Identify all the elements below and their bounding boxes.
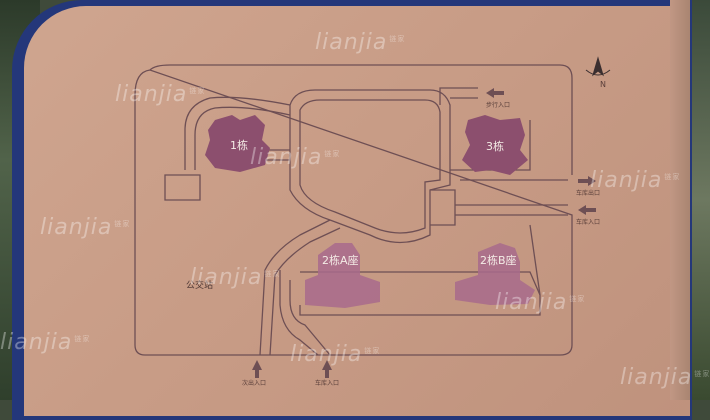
car-exit-label: 车库出口 <box>576 190 601 197</box>
arrow-car-bottom <box>322 360 332 378</box>
arrow-walk-top-right <box>486 88 504 98</box>
building-1-label: 1栋 <box>230 139 248 152</box>
building-2b-label: 2栋B座 <box>480 254 517 267</box>
arrow-car-exit <box>578 176 596 186</box>
compass-north-label: N <box>600 80 606 89</box>
secondary-entrance-label: 次出入口 <box>242 380 267 387</box>
ring-road <box>289 89 451 244</box>
arrow-car-entry <box>578 205 596 215</box>
car-entry-right-label: 车库入口 <box>576 219 601 226</box>
site-map <box>134 56 611 378</box>
building-3-shape <box>462 115 528 175</box>
walk-entrance-top-label: 步行入口 <box>486 102 511 109</box>
site-boundary <box>134 64 573 356</box>
bus-stop-label: 公交站 <box>186 281 214 291</box>
building-2b-shape <box>455 243 535 305</box>
sign-edge <box>670 0 690 400</box>
building-1-shape <box>205 115 270 172</box>
building-3-label: 3栋 <box>486 140 504 153</box>
car-entry-bottom-label: 车库入口 <box>315 380 340 387</box>
compass <box>585 56 611 77</box>
arrow-walk-bottom <box>252 360 262 378</box>
building-2a-label: 2栋A座 <box>322 254 359 267</box>
building-2a-shape <box>305 243 380 308</box>
